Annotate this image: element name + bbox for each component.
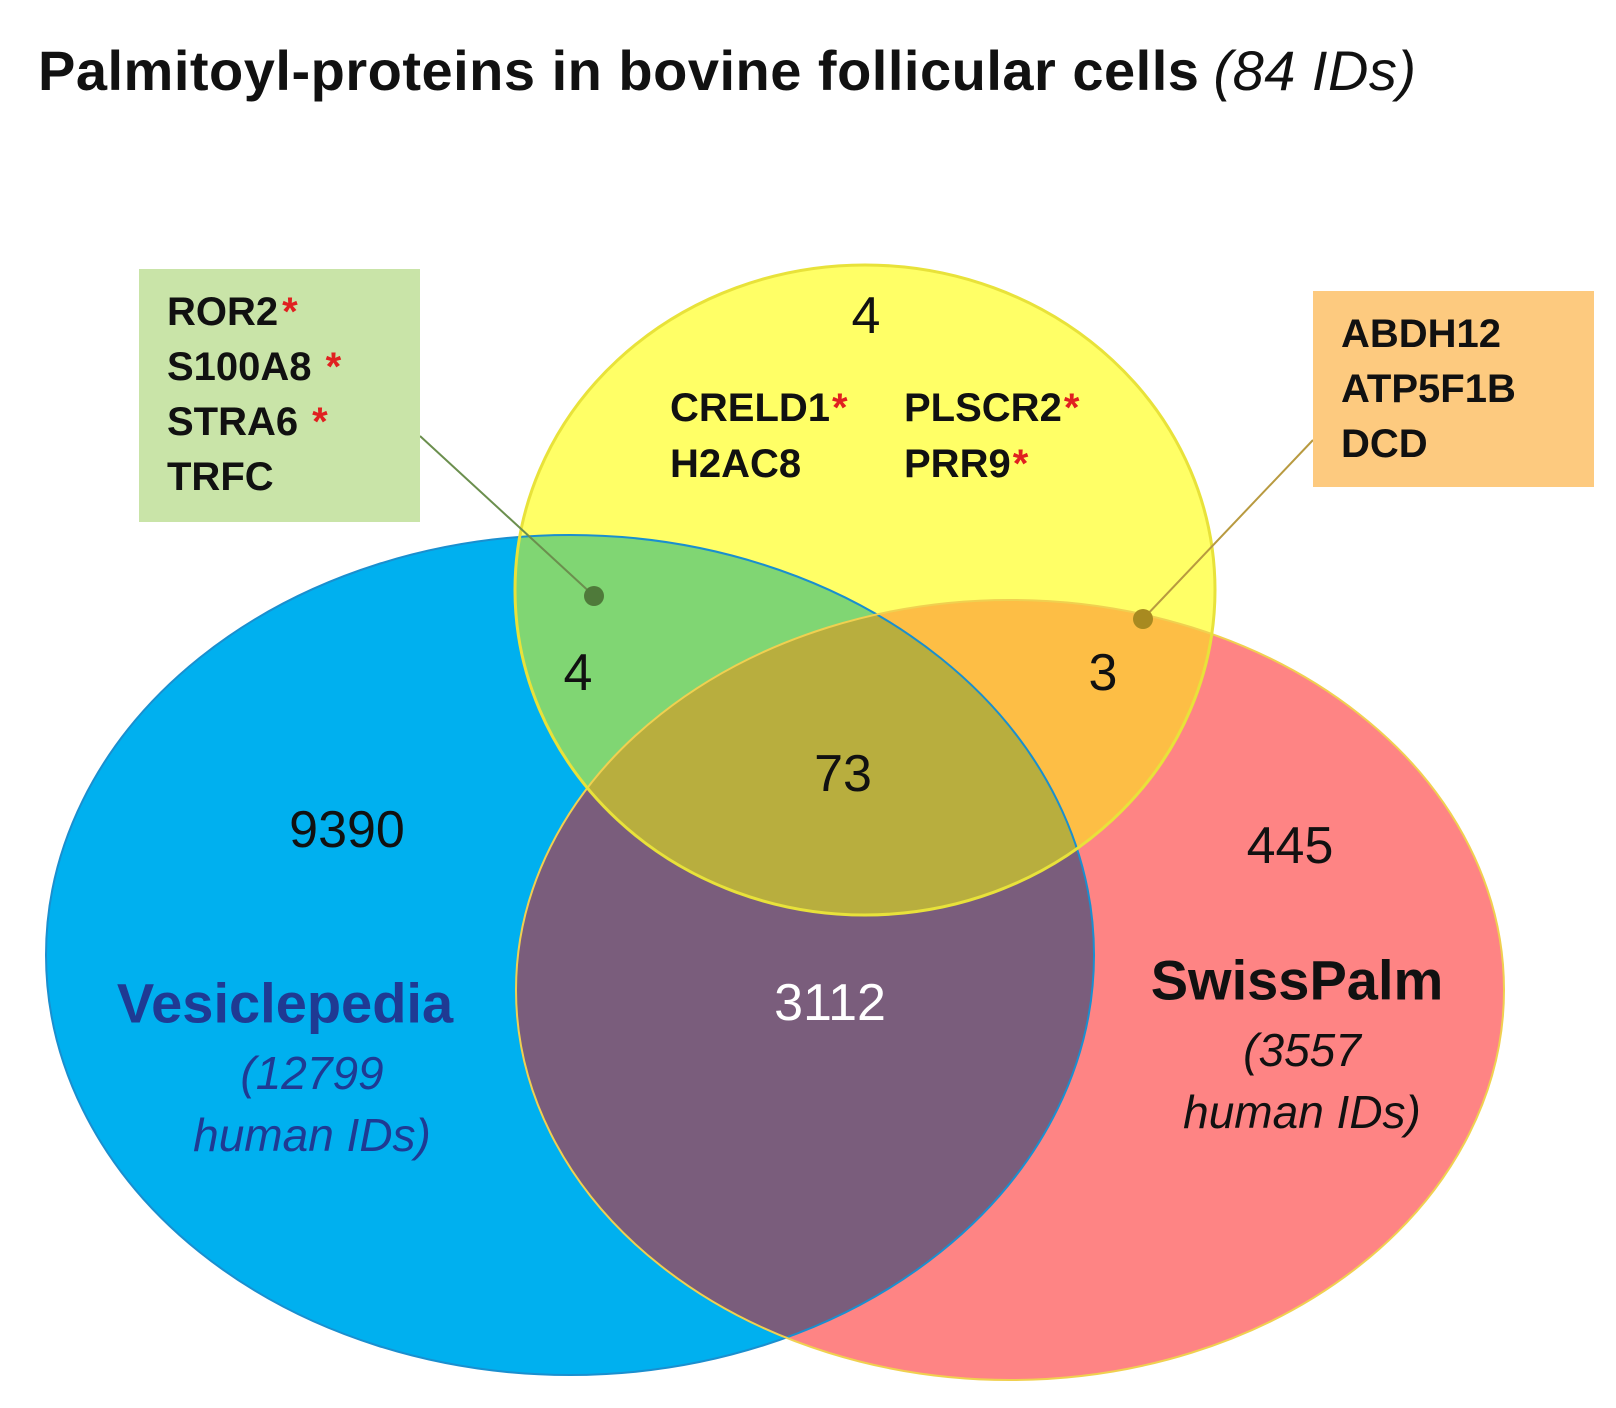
page-title: Palmitoyl-proteins in bovine follicular … (38, 38, 1417, 103)
left-leader-line (419, 435, 595, 597)
vesiclepedia-outline (45, 534, 1095, 1376)
swisspalm-outline (515, 599, 1505, 1381)
gene-label: CRELD1* (670, 386, 848, 430)
gene-column: CRELD1* H2AC8 (670, 380, 848, 492)
count-vesiclepedia-bovine: 4 (563, 644, 593, 702)
title-main: Palmitoyl-proteins in bovine follicular … (38, 39, 1200, 102)
count-bovine-only: 4 (851, 287, 881, 345)
bovine-outline (513, 263, 1217, 917)
gene-label: ROR2* (167, 290, 298, 334)
title-subtitle: (84 IDs) (1213, 39, 1417, 102)
count-vesiclepedia-swisspalm: 3112 (774, 974, 886, 1032)
left-leader-dot (584, 586, 604, 606)
gene-column: PLSCR2* PRR9* (904, 380, 1079, 492)
gene-label: ATP5F1B (1341, 367, 1516, 411)
count-swisspalm-only: 445 (1246, 817, 1334, 875)
swisspalm-count: (3557 human IDs) (1183, 1024, 1421, 1138)
swisspalm-label: SwissPalm (1150, 948, 1444, 1012)
count-vesiclepedia-only: 9390 (289, 801, 405, 859)
gene-label: S100A8* (167, 345, 342, 389)
gene-label: STRA6* (167, 400, 328, 444)
gene-label: DCD (1341, 422, 1428, 466)
gene-label: PRR9* (904, 442, 1029, 486)
vesiclepedia-count: (12799 human IDs) (193, 1047, 431, 1161)
gene-label: TRFC (167, 455, 274, 499)
count-swisspalm-bovine: 3 (1088, 644, 1118, 702)
gene-label: ABDH12 (1341, 312, 1502, 356)
left-gene-callout: ROR2* S100A8* STRA6* TRFC (139, 269, 420, 522)
right-gene-callout: ABDH12 ATP5F1B DCD (1313, 291, 1594, 487)
right-leader-line (1142, 439, 1314, 620)
vesiclepedia-label: Vesiclepedia (116, 971, 454, 1035)
right-leader-dot (1133, 609, 1153, 629)
count-all-three: 73 (814, 745, 872, 803)
gene-label: H2AC8 (670, 442, 802, 486)
gene-label: PLSCR2* (904, 386, 1080, 430)
